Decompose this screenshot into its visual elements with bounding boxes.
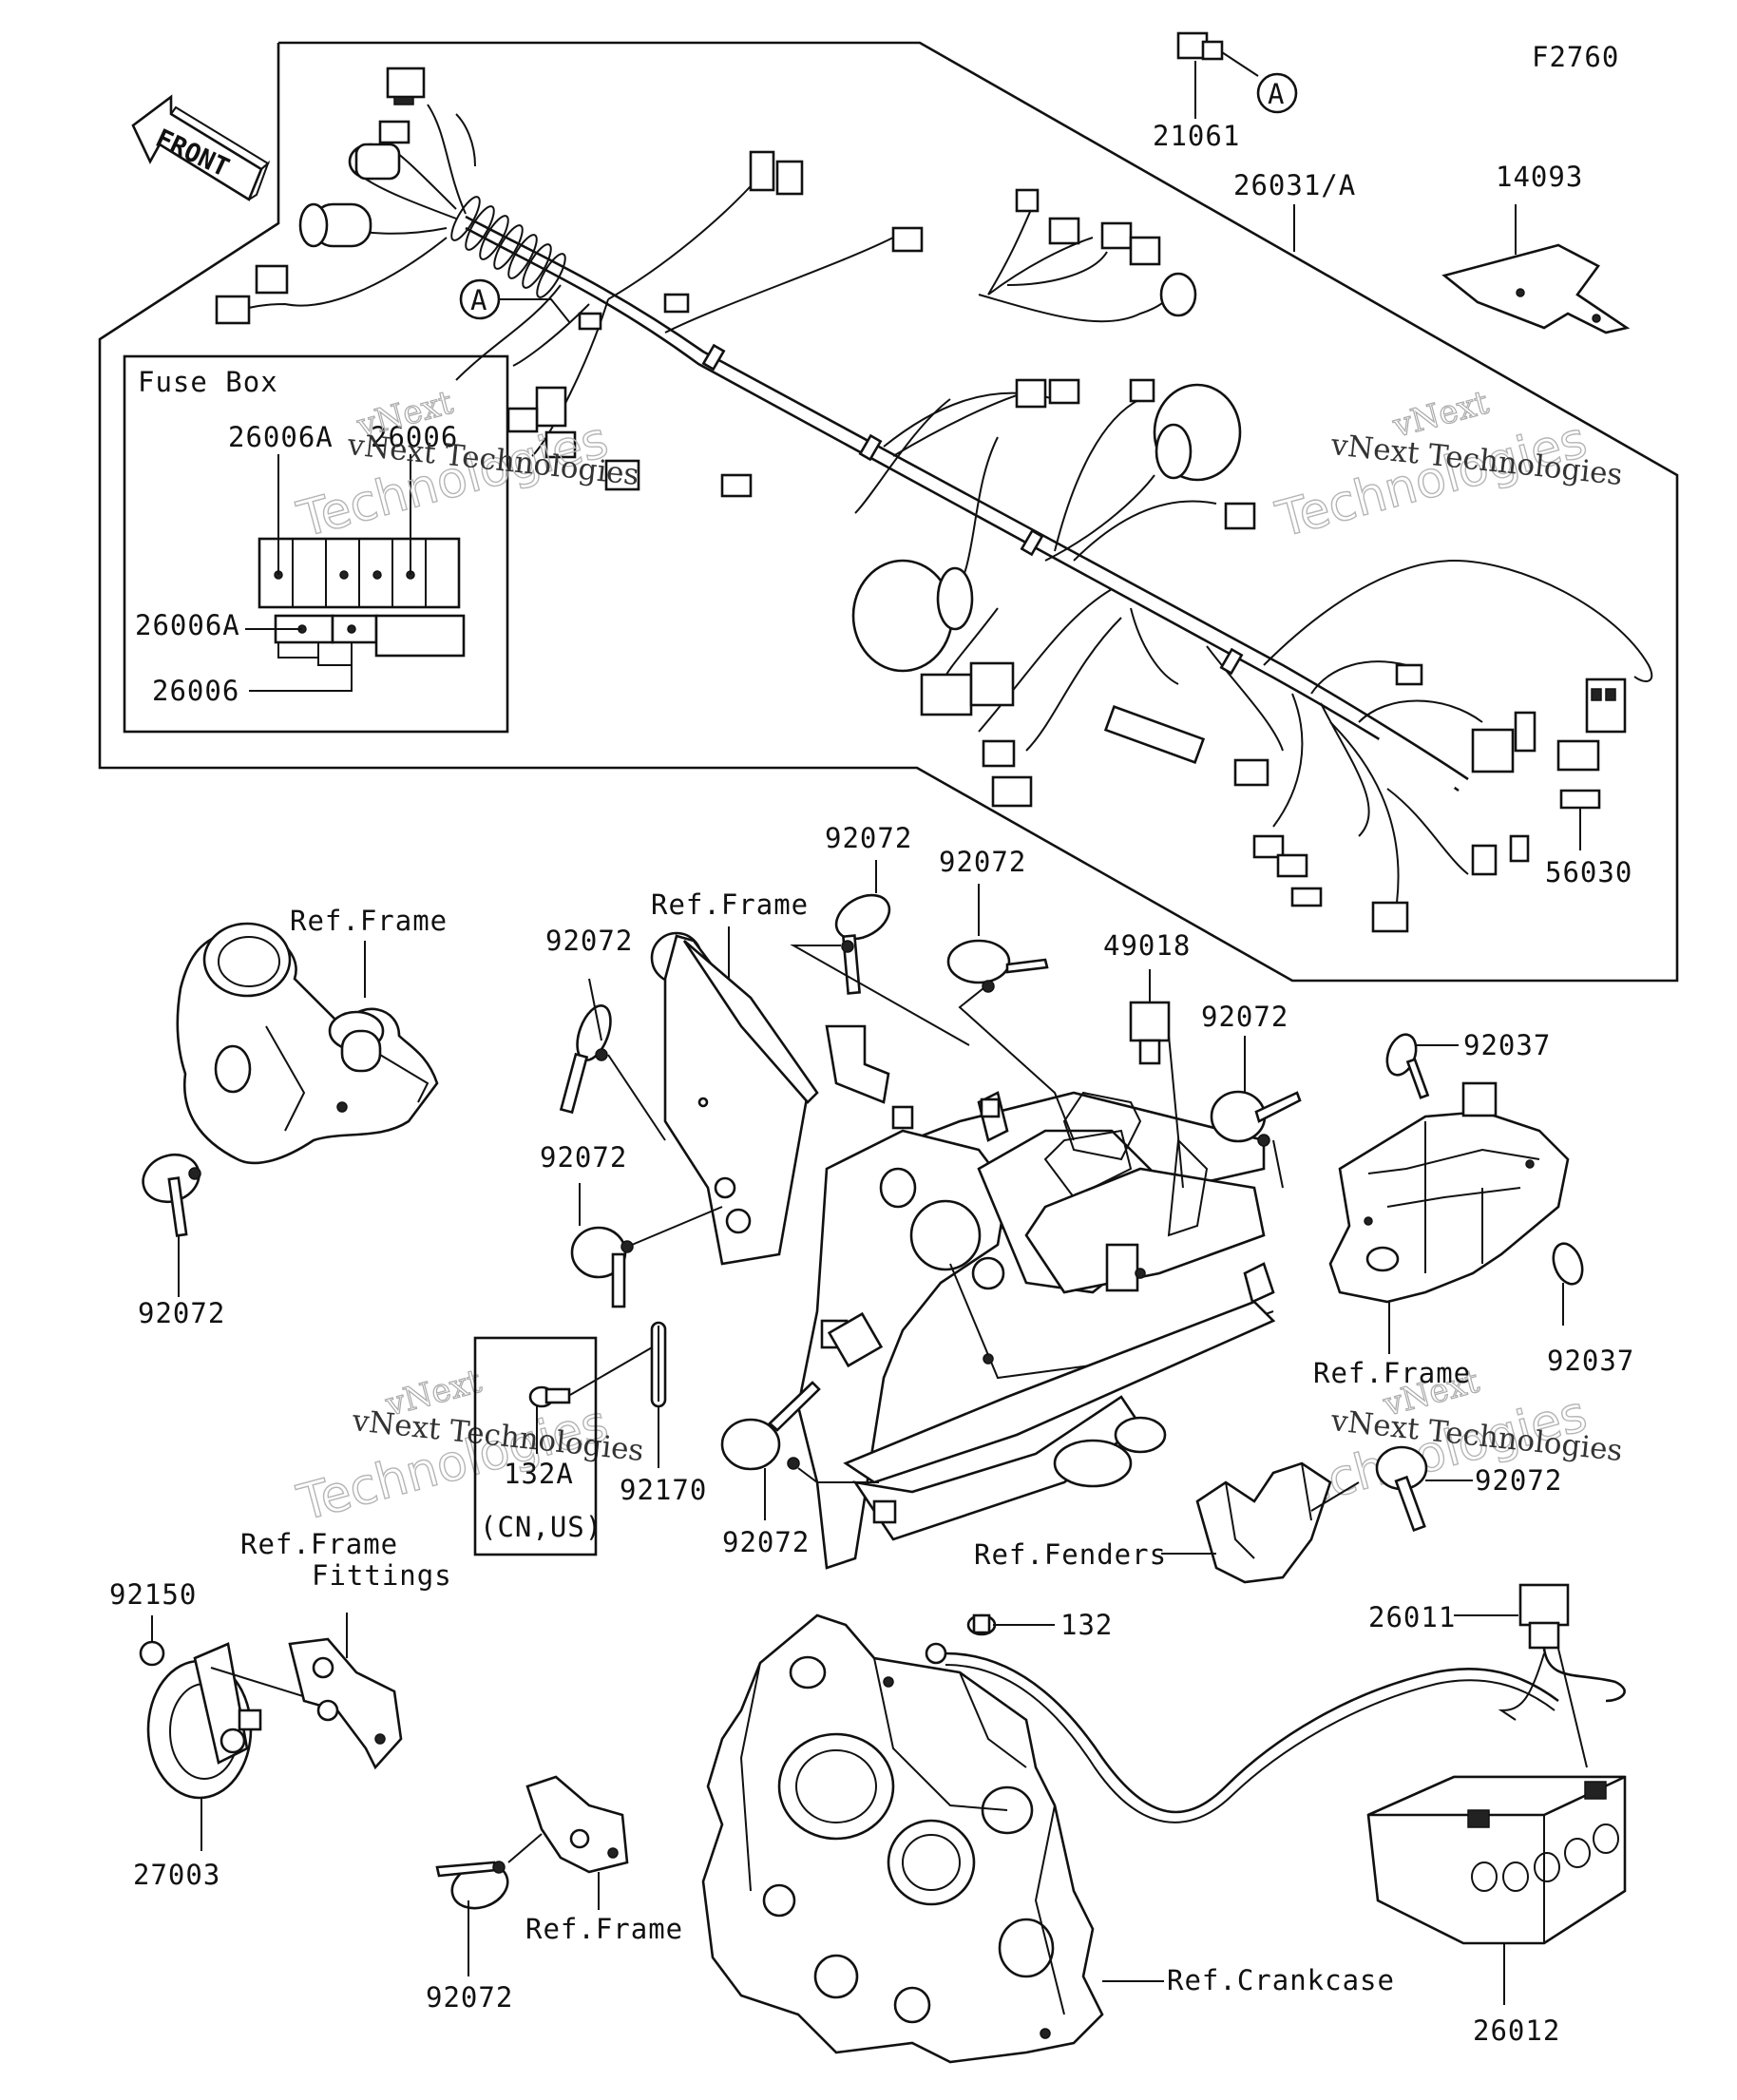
label-132: 132 [1060,1609,1113,1641]
fuse-label-26006-top: 26006 [371,421,458,453]
battery-cable-26011 [1454,1583,1626,1768]
left-frame-bracket [142,922,439,1297]
label-132a: 132A [504,1458,574,1490]
fuse-label-26006-bottom: 26006 [152,675,239,707]
callout-a-right-label: A [1268,78,1285,110]
label-92072-a: 92072 [545,925,633,957]
bolt-132a-box [473,1336,598,1556]
label-92072-lower-left: 92072 [426,1981,513,2014]
watermark-bottom-left: vNext Technologies vNext Technologies [291,1362,645,1534]
label-ref-frame-center: Ref.Frame [651,888,809,921]
callout-a-marker-right [1256,72,1298,114]
band-92170 [650,1321,667,1468]
bracket-14093 [1441,204,1631,334]
strap-92072-top-center [790,860,970,1046]
front-direction-arrow: FRONT [131,94,271,201]
right-frame-bracket [1328,1033,1584,1354]
label-92150: 92150 [109,1578,197,1611]
label-ref-crankcase: Ref.Crankcase [1167,1964,1395,1996]
label-27003: 27003 [133,1859,220,1891]
watermark-top-left: vNext Technologies vNext Technologies [291,383,640,550]
harness-connectors [215,67,1627,933]
ground-cable [925,1613,1559,1823]
harness-group-outline [98,41,1679,983]
strap-92072-top-right [946,884,1075,1141]
label-92170: 92170 [620,1474,707,1506]
label-21061: 21061 [1153,120,1240,152]
figure-code: F2760 [1532,41,1619,73]
strap-92072-middle-left [570,1183,723,1308]
label-26031-a: 26031/A [1233,169,1356,201]
relay-49018 [1129,969,1184,1189]
label-56030: 56030 [1545,856,1632,888]
label-ref-frame-left: Ref.Frame [290,905,448,937]
frame-fittings-bracket [288,1613,403,1770]
connector-21061 [1176,31,1259,119]
label-14093: 14093 [1496,161,1583,193]
fuse-box-inset [123,354,509,734]
fuse-label-26006a-top: 26006A [228,421,334,453]
label-92072-c: 92072 [939,846,1026,878]
crankcase [701,1613,1164,2064]
label-92037-upper: 92037 [1463,1029,1551,1061]
watermark-top-right: vNext Technologies vNext Technologies [1269,383,1624,550]
label-92072-e: 92072 [540,1141,627,1174]
label-fittings: Fittings [312,1559,452,1592]
fenders-bracket [1161,1445,1473,1584]
strap-92072-lower-center [720,1381,879,1520]
label-ref-frame-fittings: Ref.Frame [240,1528,398,1560]
bolt-132a [528,1339,666,1454]
label-cn-us: (CN,US) [480,1511,602,1543]
label-26012: 26012 [1473,2014,1560,2047]
label-ref-frame-right: Ref.Frame [1313,1357,1471,1389]
callout-a-left-label: A [470,284,487,316]
label-26011: 26011 [1368,1601,1456,1633]
battery-26012 [1366,1775,1627,2005]
label-ref-frame-lower: Ref.Frame [525,1913,683,1945]
label-92072-b: 92072 [825,822,912,854]
strap-92072-right-of-relay [1210,1036,1302,1189]
strap-92072-upper-left [559,978,666,1141]
lower-frame-bracket [435,1775,629,1976]
fuse-box-drawing [258,537,466,666]
label-92072-left: 92072 [138,1297,225,1329]
label-ref-fenders: Ref.Fenders [974,1538,1167,1571]
fuse-box-title: Fuse Box [138,366,278,398]
horn-27003 [139,1615,319,1851]
central-frame [650,931,1276,1570]
label-49018: 49018 [1103,929,1191,962]
fuse-label-26006a-mid: 26006A [135,609,240,641]
label-92037-lower: 92037 [1547,1345,1634,1377]
label-92072-f: 92072 [722,1526,810,1558]
label-92072-d: 92072 [1201,1001,1288,1033]
label-92072-fenders: 92072 [1475,1464,1562,1497]
